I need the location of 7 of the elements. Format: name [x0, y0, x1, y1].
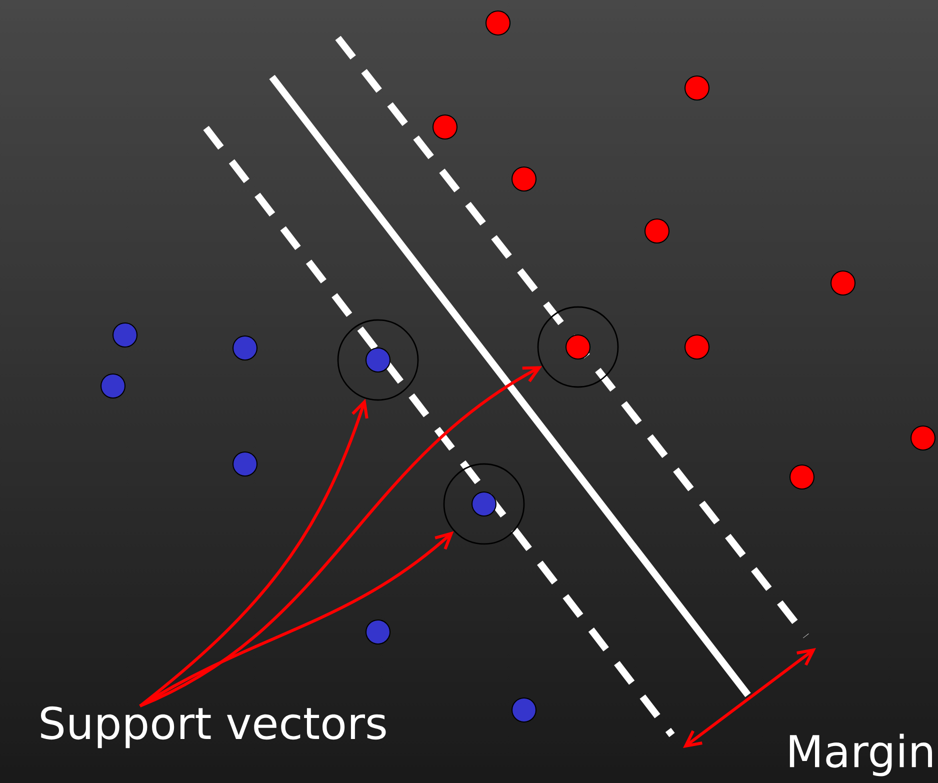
- arrow: [139, 531, 454, 708]
- support-vector-ring: [337, 319, 419, 401]
- support-vector-ring: [443, 463, 525, 545]
- margin-label: Margin: [790, 734, 932, 776]
- arrow: [139, 366, 542, 708]
- support-vector-ring: [537, 306, 619, 388]
- text-label: Support vectors: [41, 706, 386, 748]
